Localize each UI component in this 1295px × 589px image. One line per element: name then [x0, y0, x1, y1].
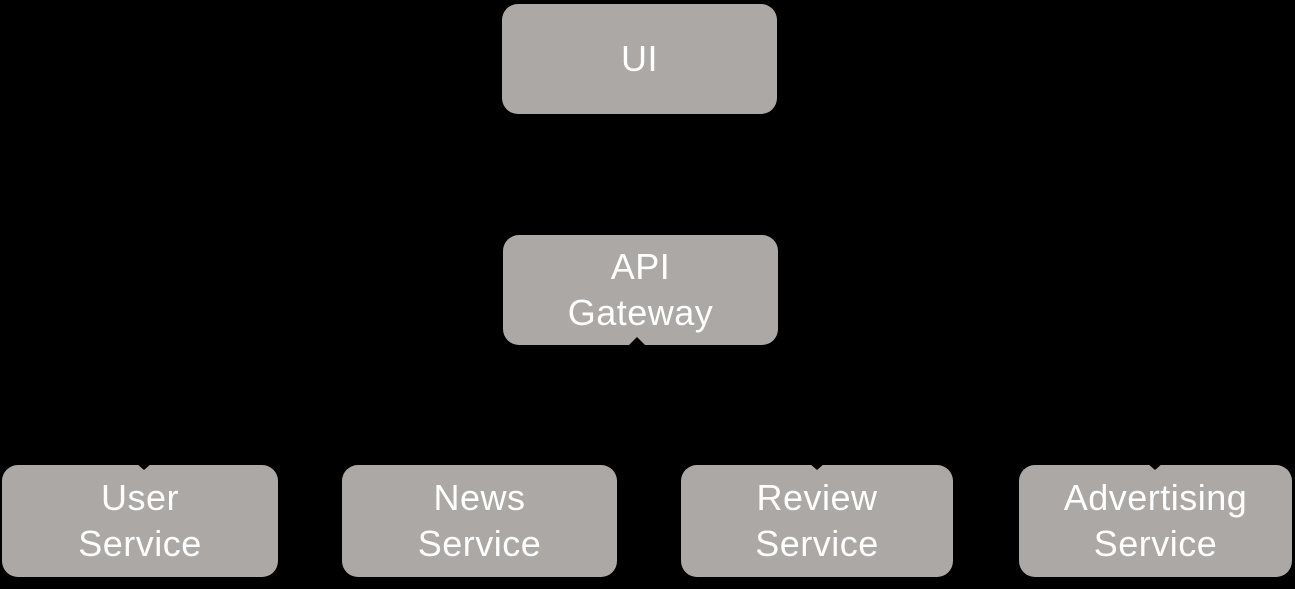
node-api-gateway: API Gateway	[503, 235, 778, 345]
node-news-service-label-line1: News	[433, 477, 526, 518]
node-advertising-service: Advertising Service	[1019, 465, 1292, 577]
node-advertising-service-label-line1: Advertising	[1063, 477, 1248, 518]
node-user-service-label-line1: User	[100, 477, 179, 518]
node-user-service-label-line2: Service	[78, 523, 202, 564]
node-ui: UI	[502, 4, 777, 114]
node-news-service: News Service	[342, 465, 617, 577]
arrowhead-icon-user-top	[136, 463, 152, 470]
arrowhead-icon-review-top	[809, 463, 825, 470]
node-advertising-service-label-line2: Service	[1093, 523, 1218, 564]
node-news-service-label-line2: Service	[417, 523, 542, 564]
connector-gateway-to-advertising	[639, 344, 1156, 466]
node-user-service: User Service	[2, 465, 278, 577]
node-api-gateway-label-line1: API	[610, 246, 671, 287]
node-review-service-label-line1: Review	[756, 477, 878, 518]
arrowhead-icon-advertising-top	[1147, 463, 1163, 470]
connector-gateway-to-review	[639, 344, 818, 466]
node-review-service: Review Service	[681, 465, 953, 577]
node-api-gateway-label-line2: Gateway	[567, 292, 714, 333]
connector-gateway-to-news	[479, 344, 641, 466]
node-ui-label: UI	[621, 38, 658, 79]
node-review-service-label-line2: Service	[755, 523, 879, 564]
arrowhead-icon-gateway-bottom	[629, 337, 645, 345]
connector-gateway-to-user	[143, 344, 641, 466]
